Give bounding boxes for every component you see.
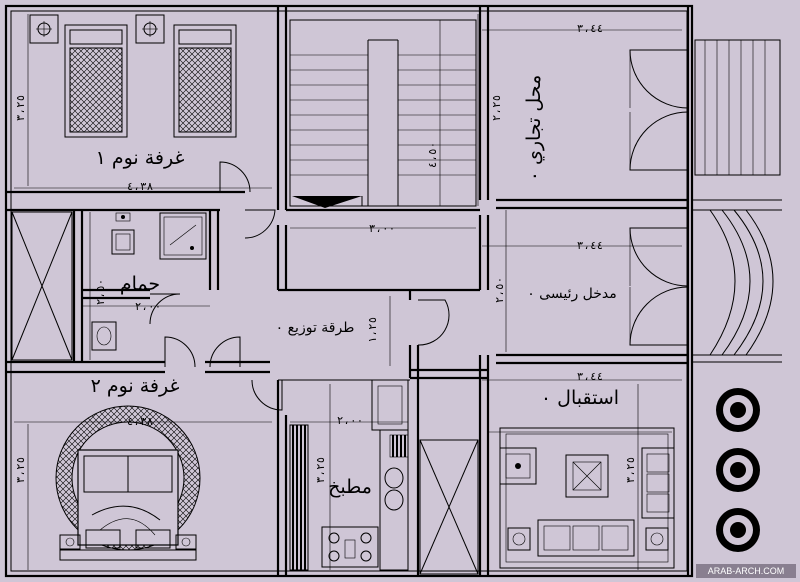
entrance-label: مدخل رئيسى ٠	[527, 286, 617, 302]
kitchen-fixtures	[289, 379, 409, 571]
coffee-table	[565, 454, 609, 498]
side-table-right	[645, 527, 669, 551]
dim-shop-height: ٢،٢٥	[490, 95, 503, 122]
single-bed-right	[173, 24, 237, 138]
stair-treads-right	[398, 54, 476, 176]
single-bed-left	[64, 24, 128, 138]
interior-walls	[6, 6, 782, 576]
watermark: ARAB-ARCH.COM	[696, 564, 796, 578]
dim-entrance-width: ٣،٤٤	[577, 239, 604, 252]
shop-double-door	[629, 49, 689, 171]
entrance-curved-steps	[692, 209, 782, 356]
dimension-lines	[14, 14, 682, 570]
doors	[149, 161, 450, 411]
dim-kitchen-width: ٢،٠٠	[337, 414, 364, 427]
corridor-label: طرقة توزيع ٠	[276, 320, 355, 336]
room-labels: غرفة نوم ١ محل تجاري ٠ حمام طرقة توزيع ٠…	[91, 75, 620, 498]
staircase	[289, 19, 477, 208]
reception-furniture	[488, 427, 675, 569]
sofa-right	[641, 447, 675, 519]
dim-stair-width: ٣،٠٠	[369, 222, 396, 235]
dim-kitchen-height: ٣،٢٥	[314, 457, 327, 484]
toilet	[111, 229, 135, 255]
dim-stair-height: ٤،٥٠	[426, 142, 439, 169]
dim-entrance-height: ٢،٥٠	[493, 277, 506, 304]
kitchen-label: مطبخ	[328, 476, 372, 498]
dim-shop-width: ٣،٤٤	[577, 22, 604, 35]
dim-reception-height: ٣،٢٥	[624, 457, 637, 484]
entrance-double-door	[629, 227, 689, 346]
sofa-bottom	[537, 519, 635, 557]
bedroom2-furniture	[55, 405, 201, 561]
tree-icon	[716, 508, 760, 552]
armchair-left	[499, 447, 537, 485]
reception-label: استقبال ٠	[541, 387, 619, 409]
dim-bath-height: ٢،٥٠	[94, 279, 107, 306]
bathroom-fixtures	[91, 212, 207, 351]
washbasin	[91, 321, 117, 351]
dim-bedroom1-height: ٣،٢٥	[14, 95, 27, 122]
dim-bedroom2-height: ٣،٢٥	[14, 457, 27, 484]
dim-bath-width: ٢،٠٠	[135, 300, 162, 313]
light-wells	[11, 211, 479, 575]
side-table-left	[507, 527, 531, 551]
watermark-text: ARAB-ARCH.COM	[708, 566, 785, 576]
shop-label: محل تجاري ٠	[523, 75, 545, 182]
nightstand-middle	[135, 14, 165, 44]
bedroom2-label: غرفة نوم ٢	[91, 375, 180, 397]
bathroom-label: حمام	[120, 273, 160, 295]
dim-corridor-height: ١،٢٥	[366, 317, 379, 344]
trees	[716, 388, 760, 552]
dim-bedroom1-width: ٤،٣٨	[127, 180, 154, 193]
dimension-labels: ٣،٢٥ ٤،٣٨ ٣،٠٠ ٤،٥٠ ٣،٤٤ ٢،٢٥ ٣،٤٤ ٢،٥٠ …	[14, 22, 637, 483]
stair-treads-left	[290, 54, 368, 176]
shower-tray	[159, 212, 207, 260]
bedroom1-furniture	[29, 14, 237, 138]
tree-icon	[716, 388, 760, 432]
dim-bedroom2-width: ٤،٣٨	[127, 415, 154, 428]
bedroom1-label: غرفة نوم ١	[96, 147, 185, 169]
tree-icon	[716, 448, 760, 492]
shop-steps	[694, 39, 781, 176]
nightstand-left	[29, 14, 59, 44]
dim-reception-width: ٣،٤٤	[577, 370, 604, 383]
stair-arrow-icon	[292, 196, 362, 208]
